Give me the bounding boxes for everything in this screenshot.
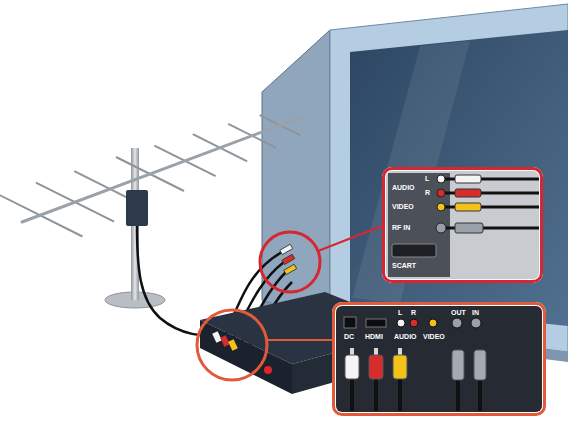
port-label: VIDEO — [392, 203, 414, 211]
plug-white — [280, 244, 293, 254]
tv-front — [330, 4, 568, 352]
leader-line — [266, 339, 332, 341]
panel-ground — [332, 302, 546, 416]
scart-port — [392, 244, 436, 257]
callout-circle — [197, 310, 267, 380]
plug-red — [282, 254, 295, 264]
callout-panel: AUDIO LR VIDEO RF IN SCART — [382, 167, 543, 283]
port-label: L — [425, 175, 429, 183]
jack-rf — [436, 223, 446, 233]
jack-red — [437, 189, 445, 197]
antenna-amplifier — [126, 190, 148, 226]
tv-panel — [386, 171, 539, 279]
port-label: L — [398, 309, 402, 317]
port-label: RF IN — [392, 224, 410, 232]
tv-side — [262, 30, 330, 322]
dc-port — [344, 317, 356, 328]
port-label: OUT — [451, 309, 466, 317]
port-label: SCART — [392, 262, 416, 270]
stb-button — [264, 366, 272, 374]
stb-panel — [336, 306, 542, 412]
port-label: R — [411, 309, 416, 317]
stb-front — [200, 320, 292, 394]
leader-line — [318, 226, 382, 251]
jack-red — [410, 319, 418, 327]
port-label: DC — [344, 333, 354, 341]
callout-panel: DC HDMI L R AUDIO VIDEO OUT IN — [332, 302, 546, 416]
plug-red — [455, 189, 481, 197]
tv-panel-dark — [388, 173, 450, 277]
port-label: VIDEO — [423, 333, 445, 341]
plug-yellow — [455, 203, 481, 211]
plug-red — [220, 335, 230, 347]
plug-yellow — [228, 339, 238, 351]
port-label: AUDIO — [392, 184, 415, 192]
port-label: IN — [472, 309, 479, 317]
jack-yellow — [437, 203, 445, 211]
jack-white — [437, 175, 445, 183]
jack-rf — [471, 318, 481, 328]
jack-white — [397, 319, 405, 327]
plug-yellow — [284, 264, 297, 274]
panel-ground — [382, 167, 543, 283]
port-label: HDMI — [365, 333, 383, 341]
tv-screen — [350, 30, 568, 326]
antenna-boom — [22, 117, 302, 222]
hdmi-port — [366, 319, 386, 327]
plug-white — [455, 175, 481, 183]
plug-white — [212, 331, 222, 343]
port-label: R — [425, 189, 430, 197]
plugs — [345, 348, 486, 411]
port-label: AUDIO — [394, 333, 417, 341]
plug-rf — [455, 223, 483, 233]
jack-rf — [452, 318, 462, 328]
jack-yellow — [429, 319, 437, 327]
callout-circle — [260, 232, 320, 292]
